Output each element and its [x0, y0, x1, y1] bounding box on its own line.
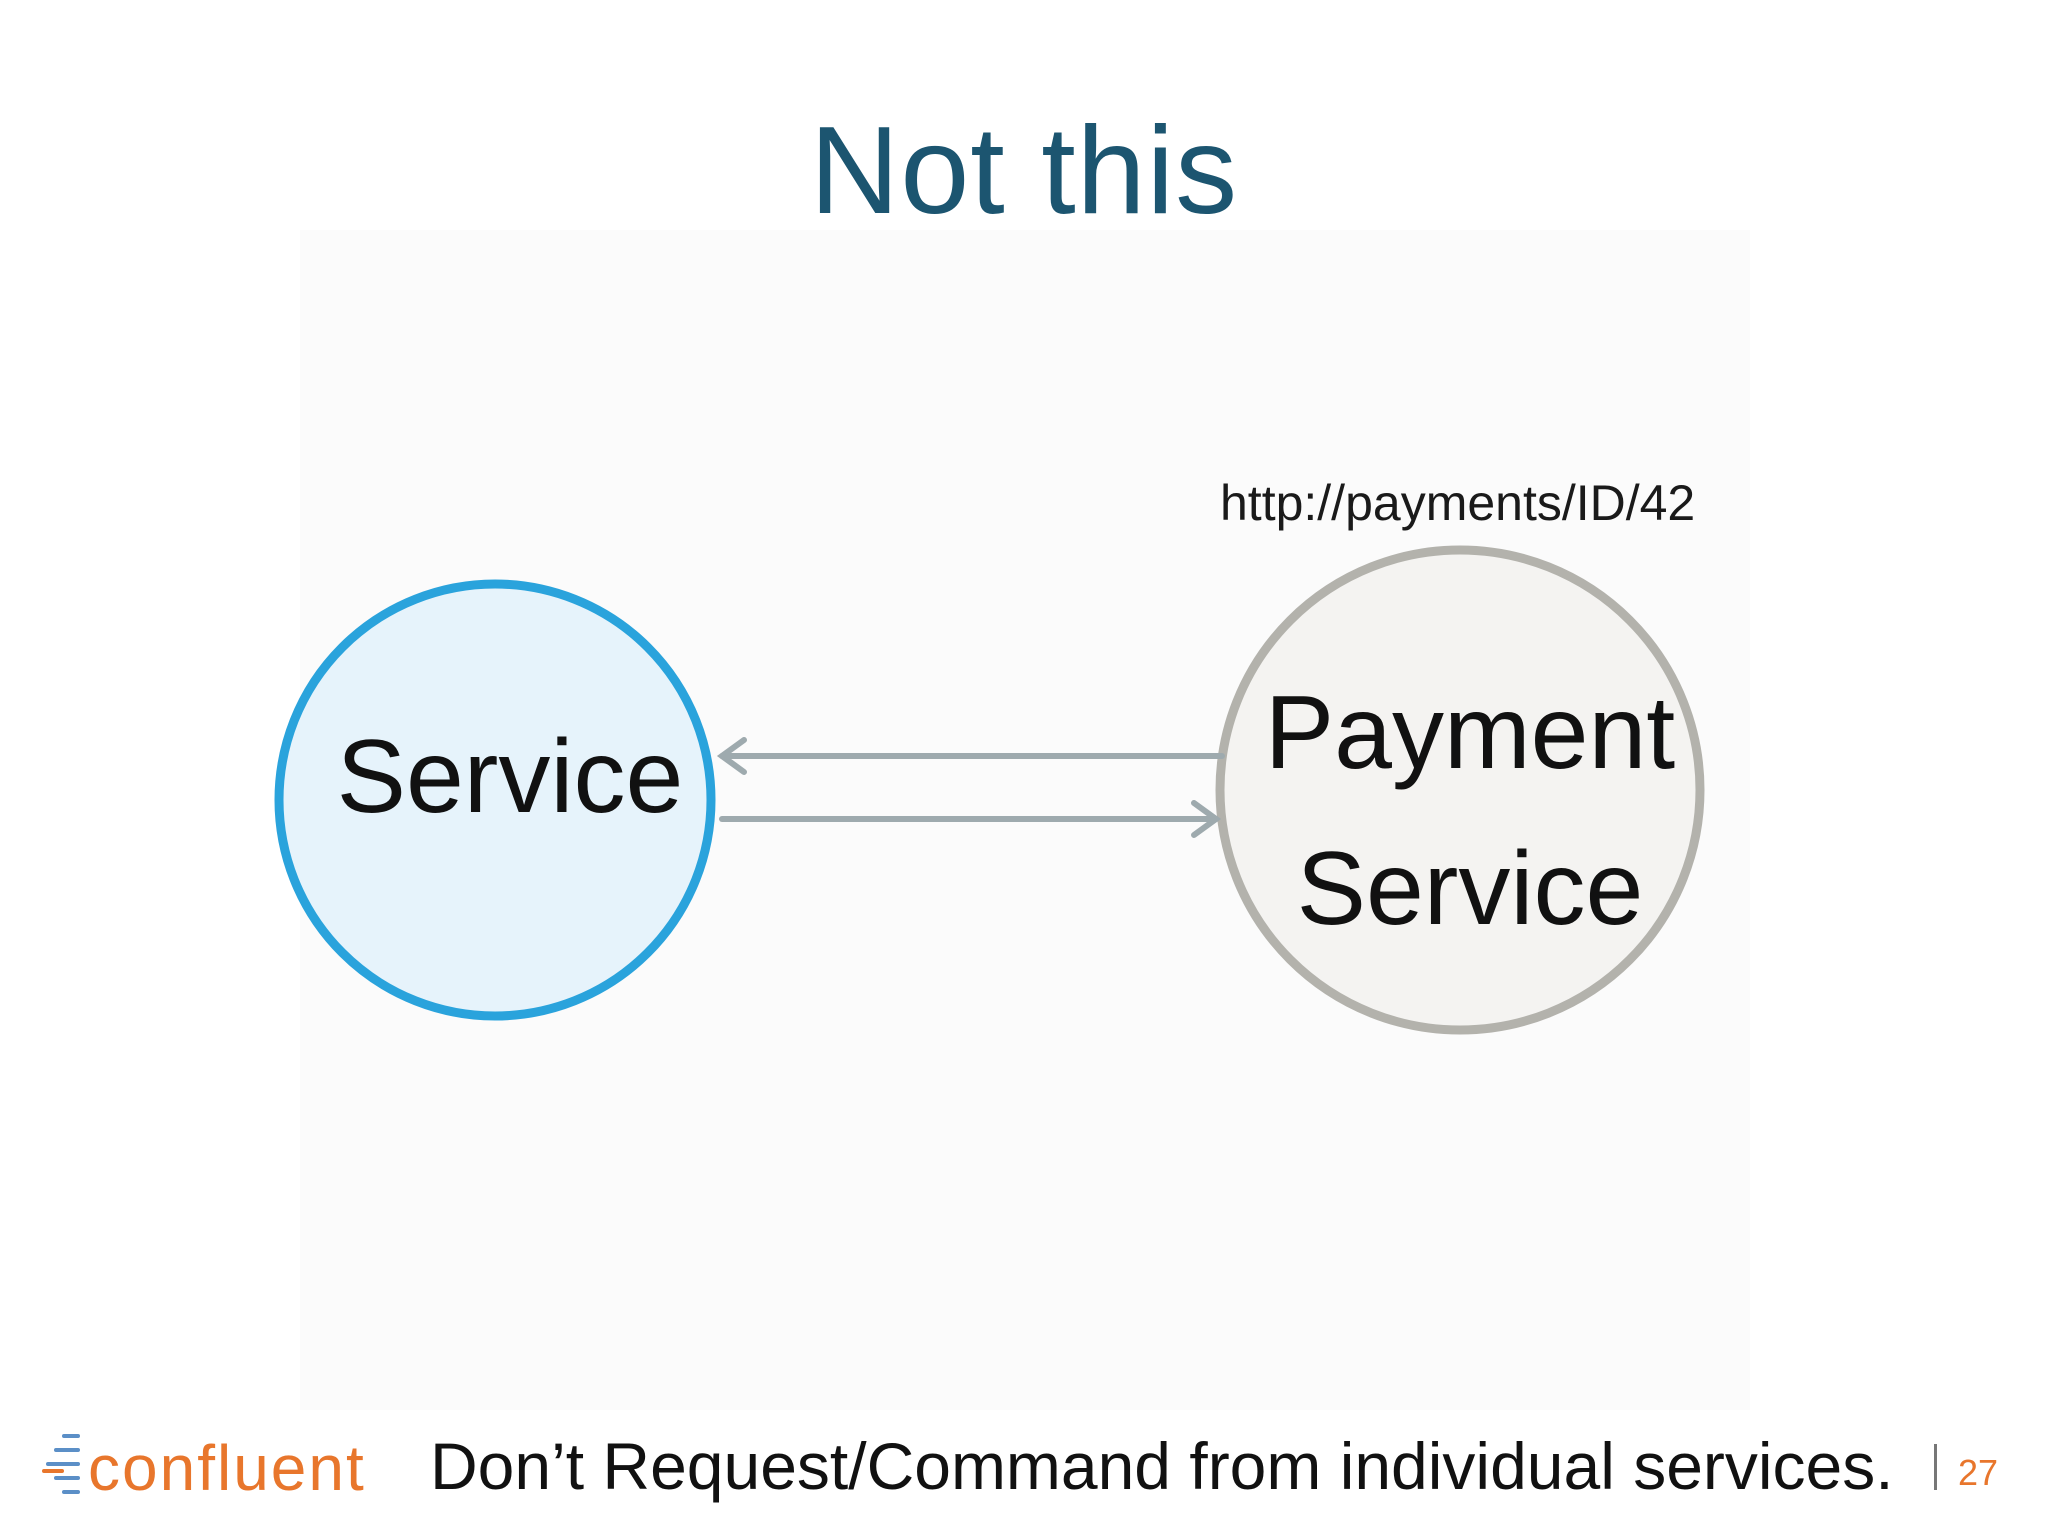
confluent-logo: confluent [42, 1428, 366, 1508]
payment-node-label-line2: Service [1296, 831, 1644, 947]
service-node [274, 579, 716, 1021]
service-node-label: Service [336, 719, 684, 835]
page-number: 27 [1958, 1452, 1999, 1493]
slide-footer: confluent Don’t Request/Command from ind… [0, 1410, 2048, 1536]
confluent-logo-icon [42, 1434, 80, 1494]
slide-title: Not this [809, 102, 1239, 240]
payment-url-label: http://payments/ID/42 [1220, 475, 1696, 531]
page-divider [1934, 1444, 1937, 1490]
request-arrow [719, 800, 1222, 838]
confluent-logo-text: confluent [88, 1432, 366, 1504]
payment-node-label-line1: Payment [1264, 675, 1676, 791]
response-arrow [716, 737, 1225, 775]
payment-service-node [1215, 545, 1705, 1035]
slide-tagline: Don’t Request/Command from individual se… [430, 1429, 1894, 1503]
